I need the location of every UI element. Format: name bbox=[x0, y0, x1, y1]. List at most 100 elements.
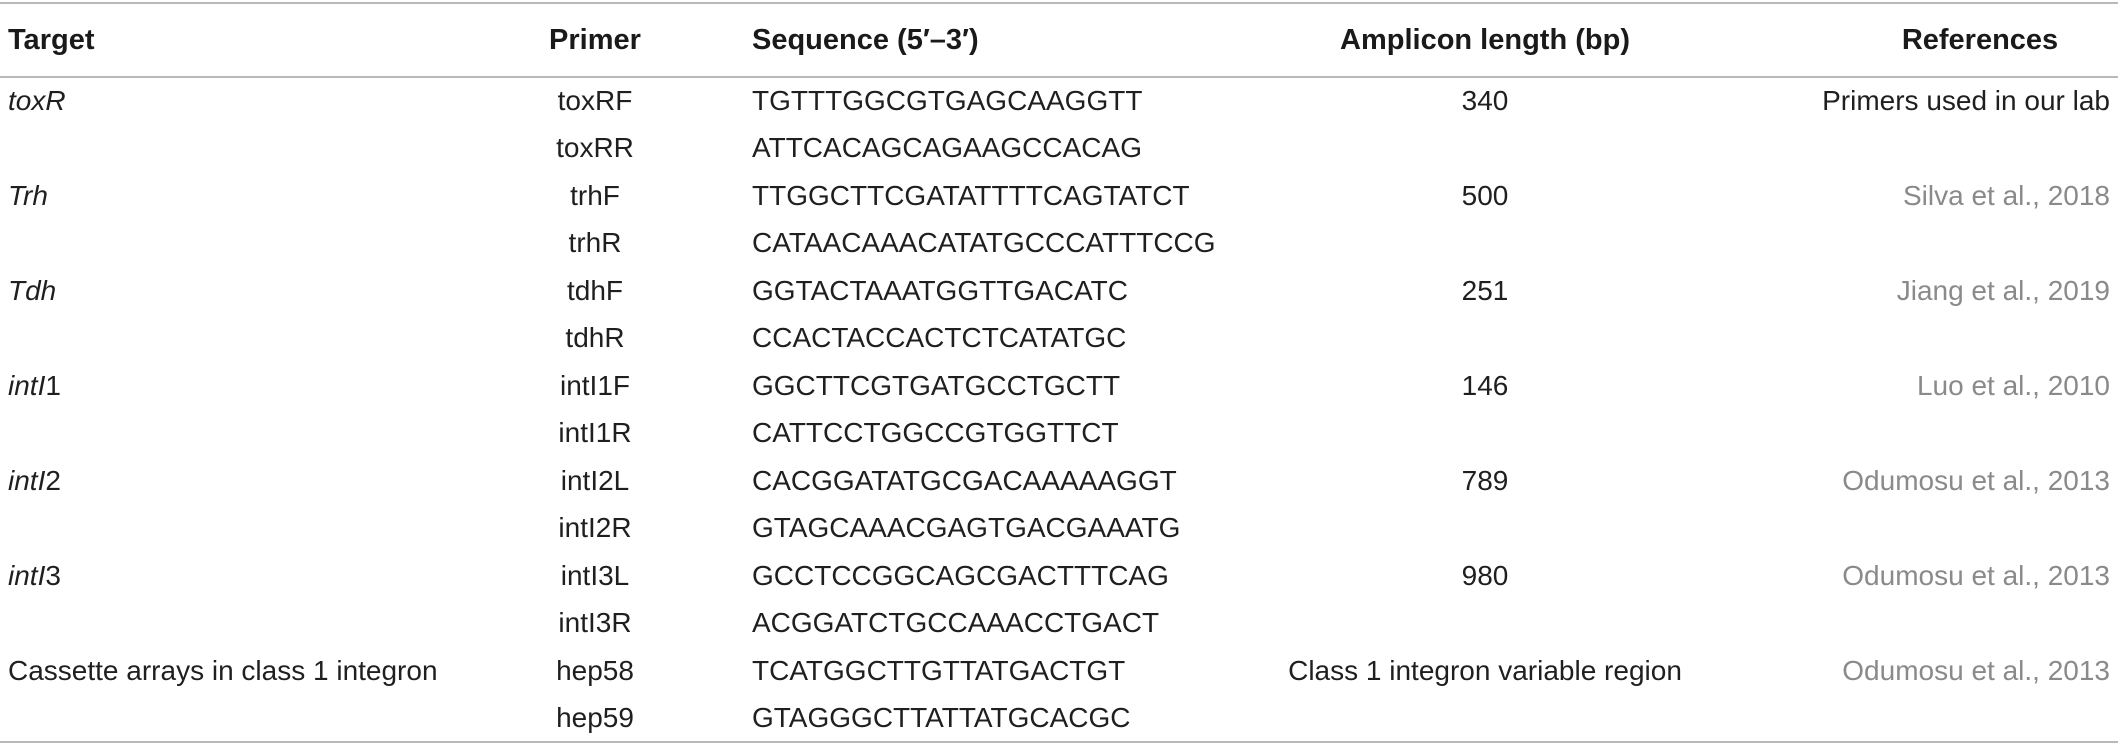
amplicon-cell: 146 bbox=[1461, 369, 1509, 401]
header-sequence: Sequence (5′–3′) bbox=[720, 2, 1210, 78]
table-row: Tdh tdhF GGTACTAAATGGTTGACATC 251 Jiang … bbox=[0, 267, 2118, 315]
reference-link[interactable] bbox=[1760, 600, 2118, 648]
sequence-cell: TCATGGCTTGTTATGACTGT bbox=[752, 654, 1126, 686]
amplicon-cell bbox=[1210, 600, 1760, 648]
amplicon-cell bbox=[1210, 220, 1760, 268]
sequence-cell: ACGGATCTGCCAAACCTGACT bbox=[752, 607, 1160, 639]
primer-cell: hep58 bbox=[556, 654, 634, 686]
primer-cell: trhR bbox=[568, 227, 622, 259]
primer-cell: intI1F bbox=[559, 369, 631, 401]
target-cell bbox=[0, 505, 470, 553]
reference-link[interactable]: Odumosu et al., 2013 bbox=[1842, 654, 2110, 686]
primer-cell: tdhF bbox=[566, 274, 624, 306]
sequence-cell: ATTCACAGCAGAAGCCACAG bbox=[752, 132, 1142, 164]
header-row: Target Primer Sequence (5′–3′) Amplicon … bbox=[0, 2, 2118, 78]
target-cell: toxR bbox=[0, 77, 470, 125]
target-cell bbox=[0, 694, 470, 743]
sequence-cell: GCCTCCGGCAGCGACTTTCAG bbox=[752, 559, 1169, 591]
primer-cell: intI2R bbox=[558, 512, 632, 544]
reference-link[interactable]: Silva et al., 2018 bbox=[1902, 179, 2110, 211]
sequence-cell: CATAACAAACATATGCCCATTTCCG bbox=[752, 227, 1216, 259]
target-cell: intI2 bbox=[0, 457, 470, 505]
table-row: tdhR CCACTACCACTCTCATATGC bbox=[0, 315, 2118, 363]
amplicon-cell bbox=[1210, 505, 1760, 553]
primer-cell: intI2L bbox=[560, 464, 630, 496]
reference-link[interactable] bbox=[1760, 220, 2118, 268]
header-amplicon: Amplicon length (bp) bbox=[1210, 2, 1760, 78]
amplicon-cell bbox=[1210, 694, 1760, 743]
target-cell bbox=[0, 220, 470, 268]
target-cell bbox=[0, 410, 470, 458]
target-italic: intI bbox=[8, 464, 46, 496]
target-cell bbox=[0, 600, 470, 648]
target-italic: intI bbox=[8, 369, 46, 401]
amplicon-cell: 500 bbox=[1461, 179, 1509, 211]
target-italic: intI bbox=[8, 559, 46, 591]
target-plain: Cassette arrays in class 1 integron bbox=[8, 654, 438, 686]
sequence-cell: CATTCCTGGCCGTGGTTCT bbox=[752, 417, 1119, 449]
table-row: hep59 GTAGGGCTTATTATGCACGC bbox=[0, 694, 2118, 743]
reference-link[interactable] bbox=[1760, 315, 2118, 363]
table-row: toxR toxRF TGTTTGGCGTGAGCAAGGTT 340 Prim… bbox=[0, 77, 2118, 125]
sequence-cell: CACGGATATGCGACAAAAAGGT bbox=[752, 464, 1177, 496]
target-cell: Trh bbox=[0, 172, 470, 220]
reference-link[interactable] bbox=[1760, 694, 2118, 743]
sequence-cell: GGTACTAAATGGTTGACATC bbox=[752, 274, 1128, 306]
table-row: Trh trhF TTGGCTTCGATATTTTCAGTATCT 500 Si… bbox=[0, 172, 2118, 220]
header-references: References bbox=[1760, 2, 2118, 78]
amplicon-cell bbox=[1210, 410, 1760, 458]
reference-link[interactable]: Jiang et al., 2019 bbox=[1896, 274, 2110, 306]
amplicon-cell: 980 bbox=[1461, 559, 1509, 591]
table-row: intI3 intI3L GCCTCCGGCAGCGACTTTCAG 980 O… bbox=[0, 552, 2118, 600]
sequence-cell: CCACTACCACTCTCATATGC bbox=[752, 322, 1127, 354]
primer-cell: toxRF bbox=[557, 85, 633, 117]
target-cell: Cassette arrays in class 1 integron bbox=[0, 647, 470, 695]
reference-cell: Primers used in our lab bbox=[1822, 85, 2110, 117]
header-primer: Primer bbox=[470, 2, 720, 78]
target-italic: Tdh bbox=[8, 274, 57, 306]
reference-link[interactable] bbox=[1760, 125, 2118, 173]
header-target: Target bbox=[0, 2, 470, 78]
primer-cell: intI3R bbox=[558, 607, 632, 639]
target-plain: 1 bbox=[45, 369, 61, 401]
table-row: intI3R ACGGATCTGCCAAACCTGACT bbox=[0, 600, 2118, 648]
table-row: Cassette arrays in class 1 integron hep5… bbox=[0, 647, 2118, 695]
target-cell: intI1 bbox=[0, 362, 470, 410]
sequence-cell: GTAGCAAACGAGTGACGAAATG bbox=[752, 512, 1181, 544]
primer-cell: tdhR bbox=[565, 322, 625, 354]
reference-link[interactable]: Luo et al., 2010 bbox=[1916, 369, 2110, 401]
reference-link[interactable]: Odumosu et al., 2013 bbox=[1842, 559, 2110, 591]
sequence-cell: GGCTTCGTGATGCCTGCTT bbox=[752, 369, 1121, 401]
target-plain: 3 bbox=[45, 559, 61, 591]
primer-cell: intI3L bbox=[560, 559, 630, 591]
reference-link[interactable] bbox=[1760, 410, 2118, 458]
primer-cell: trhF bbox=[570, 179, 620, 211]
sequence-cell: TTGGCTTCGATATTTTCAGTATCT bbox=[752, 179, 1190, 211]
reference-link[interactable] bbox=[1760, 505, 2118, 553]
primer-cell: intI1R bbox=[558, 417, 632, 449]
target-cell bbox=[0, 125, 470, 173]
table-row: intI2 intI2L CACGGATATGCGACAAAAAGGT 789 … bbox=[0, 457, 2118, 505]
amplicon-cell bbox=[1210, 315, 1760, 363]
target-cell bbox=[0, 315, 470, 363]
amplicon-cell: Class 1 integron variable region bbox=[1288, 654, 1682, 686]
primer-cell: toxRR bbox=[556, 132, 634, 164]
target-plain: 2 bbox=[45, 464, 61, 496]
table-row: intI1R CATTCCTGGCCGTGGTTCT bbox=[0, 410, 2118, 458]
primer-cell: hep59 bbox=[470, 694, 720, 743]
table-row: intI2R GTAGCAAACGAGTGACGAAATG bbox=[0, 505, 2118, 553]
table-row: toxRR ATTCACAGCAGAAGCCACAG bbox=[0, 125, 2118, 173]
amplicon-cell: 251 bbox=[1461, 274, 1509, 306]
amplicon-cell bbox=[1210, 125, 1760, 173]
target-cell: Tdh bbox=[0, 267, 470, 315]
reference-link[interactable]: Odumosu et al., 2013 bbox=[1842, 464, 2110, 496]
sequence-cell: GTAGGGCTTATTATGCACGC bbox=[720, 694, 1210, 743]
target-italic: Trh bbox=[8, 179, 48, 211]
table-row: intI1 intI1F GGCTTCGTGATGCCTGCTT 146 Luo… bbox=[0, 362, 2118, 410]
amplicon-cell: 789 bbox=[1461, 464, 1509, 496]
table-row: trhR CATAACAAACATATGCCCATTTCCG bbox=[0, 220, 2118, 268]
amplicon-cell: 340 bbox=[1461, 85, 1509, 117]
sequence-cell: TGTTTGGCGTGAGCAAGGTT bbox=[752, 85, 1143, 117]
target-italic: toxR bbox=[8, 85, 66, 117]
